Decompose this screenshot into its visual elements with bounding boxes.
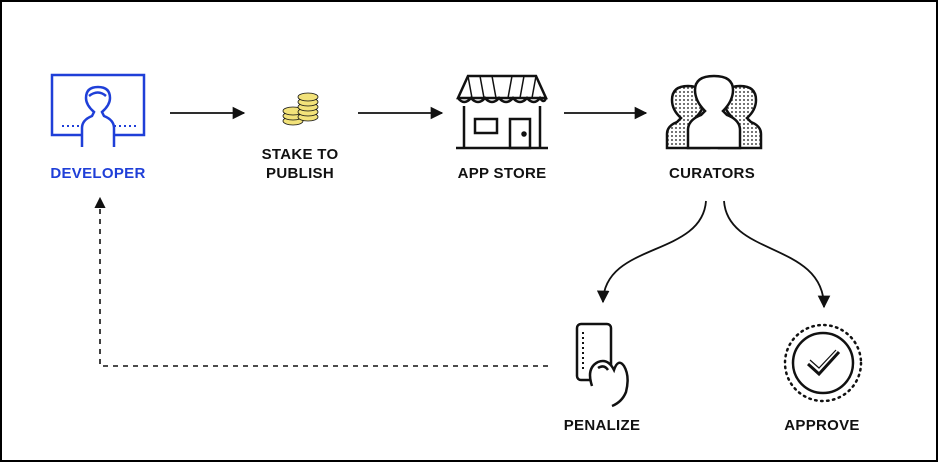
arrow-curators-to-penalize	[596, 200, 707, 304]
dashed-arrow-penalize-to-developer	[94, 196, 548, 367]
approve-label: APPROVE	[784, 417, 860, 434]
appstore-label: APP STORE	[457, 165, 547, 182]
developer-label: DEVELOPER	[50, 165, 146, 182]
storefront-icon	[456, 74, 548, 150]
arrow-curators-to-approve	[723, 200, 831, 309]
stake-label-line1: STAKE TO	[261, 146, 339, 163]
stake-label-line2: PUBLISH	[266, 165, 334, 182]
people-group-icon	[665, 74, 763, 150]
curators-label: CURATORS	[668, 165, 755, 182]
hand-holding-card-icon	[575, 322, 629, 408]
developer-monitor-icon	[50, 73, 146, 147]
coin-stack-icon	[282, 92, 319, 126]
checkmark-seal-icon	[783, 323, 863, 403]
penalize-label: PENALIZE	[563, 417, 641, 434]
